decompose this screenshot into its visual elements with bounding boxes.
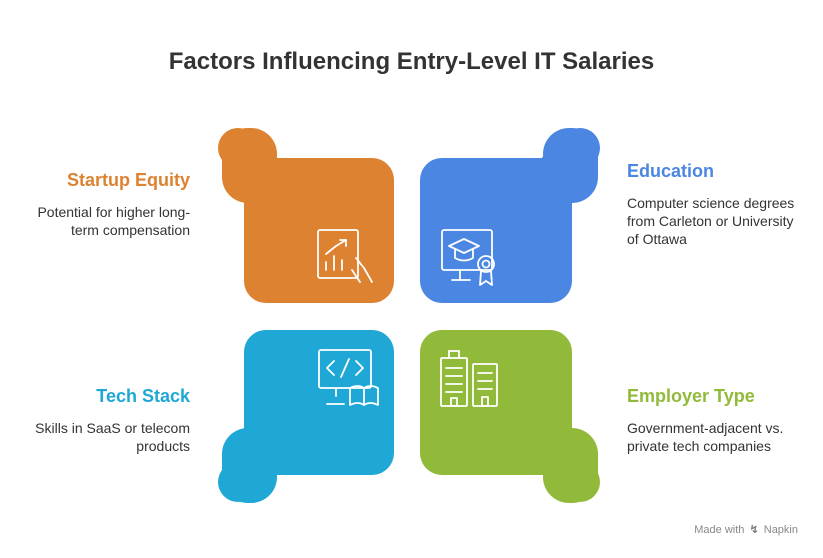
factor-description: Computer science degrees from Carleton o… [627, 195, 795, 247]
footer-prefix: Made with [694, 524, 745, 536]
factor-tech-stack: Tech Stack Skills in SaaS or telecom pro… [0, 386, 190, 455]
tech-stack-arrow [218, 330, 394, 503]
factor-title: Startup Equity [66, 170, 190, 190]
page-title: Factors Influencing Entry-Level IT Salar… [168, 48, 655, 75]
factor-title: Education [627, 161, 715, 181]
factor-description: Skills in SaaS or telecom products [35, 420, 190, 454]
code-book-icon [318, 349, 379, 406]
factor-title: Employer Type [627, 386, 755, 406]
education-arrow [420, 128, 600, 303]
graduation-certificate-icon [441, 229, 495, 286]
employer-type-arrow [420, 330, 600, 503]
napkin-logo-icon: ↯ [749, 524, 759, 536]
factor-description: Government-adjacent vs. private tech com… [627, 420, 784, 454]
office-buildings-icon [440, 350, 498, 407]
factor-startup-equity: Startup Equity Potential for higher long… [0, 170, 190, 239]
factor-education: Education Computer science degrees from … [627, 161, 807, 248]
factor-employer-type: Employer Type Government-adjacent vs. pr… [627, 386, 807, 455]
footer-brand: Napkin [763, 524, 798, 536]
factor-title: Tech Stack [96, 386, 190, 406]
chart-document-icon [317, 229, 373, 283]
factor-description: Potential for higher long-term compensat… [37, 204, 190, 238]
made-with-napkin-footer: Made with ↯ Napkin [694, 523, 798, 536]
